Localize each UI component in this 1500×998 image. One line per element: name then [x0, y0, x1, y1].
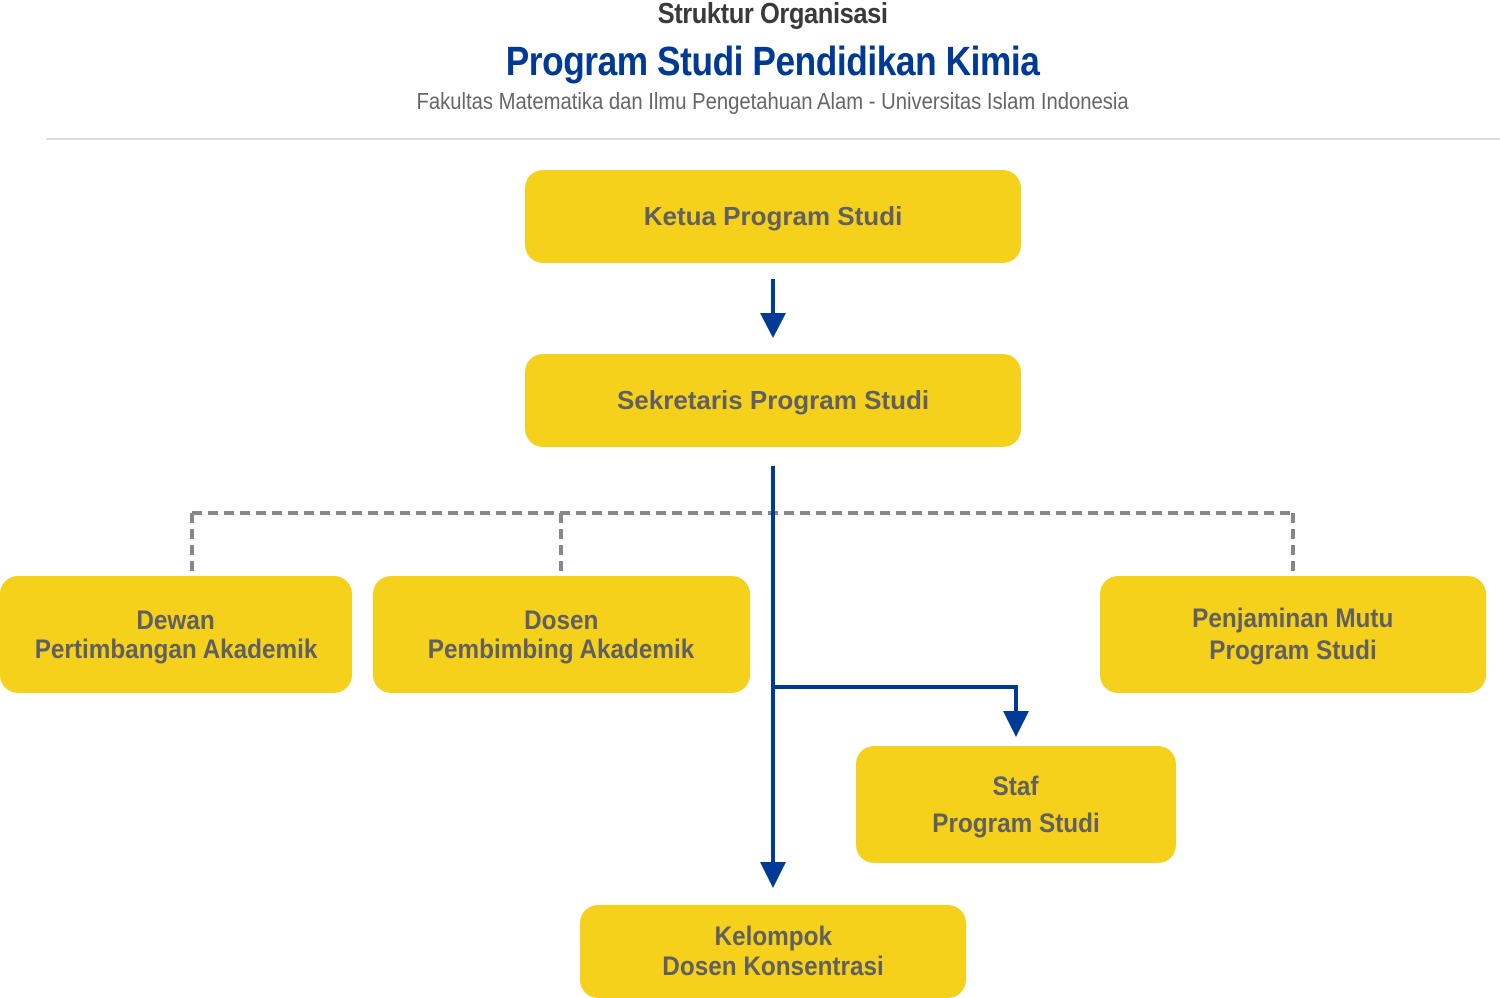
header-divider — [46, 138, 1500, 140]
node-staf-line-2: Program Studi — [932, 807, 1100, 838]
node-kelompok-line-2: Dosen Konsentrasi — [662, 950, 884, 981]
node-dewan: Dewan Pertimbangan Akademik — [0, 576, 352, 693]
node-penjaminan-line-2: Program Studi — [1209, 634, 1377, 665]
program-title: Program Studi Pendidikan Kimia — [505, 38, 1040, 84]
arrowhead-sekretaris — [760, 313, 786, 338]
node-staf: Staf Program Studi — [856, 746, 1176, 863]
node-ketua-label: Ketua Program Studi — [643, 200, 903, 231]
node-staf-line-1: Staf — [993, 771, 1039, 802]
node-dewan-line-1: Dewan — [136, 605, 216, 636]
node-sekretaris-label: Sekretaris Program Studi — [616, 384, 930, 415]
arrowhead-kelompok — [760, 862, 786, 888]
node-kelompok: Kelompok Dosen Konsentrasi — [580, 905, 966, 998]
arrowhead-staf — [1003, 711, 1029, 737]
node-dosen-pa: Dosen Pembimbing Akademik — [373, 576, 750, 693]
node-dosen-pa-line-1: Dosen — [524, 605, 599, 636]
solid-connector-sekretaris-staf — [773, 685, 1018, 712]
diagram-title: Struktur Organisasi — [657, 0, 888, 30]
node-kelompok-line-1: Kelompok — [714, 921, 832, 952]
faculty-subtitle: Fakultas Matematika dan Ilmu Pengetahuan… — [416, 88, 1129, 114]
node-penjaminan-line-1: Penjaminan Mutu — [1192, 603, 1394, 634]
node-dosen-pa-line-2: Pembimbing Akademik — [428, 633, 695, 664]
node-sekretaris: Sekretaris Program Studi — [525, 354, 1021, 447]
node-ketua: Ketua Program Studi — [525, 170, 1021, 263]
node-penjaminan: Penjaminan Mutu Program Studi — [1100, 576, 1486, 693]
node-dewan-line-2: Pertimbangan Akademik — [34, 633, 318, 664]
